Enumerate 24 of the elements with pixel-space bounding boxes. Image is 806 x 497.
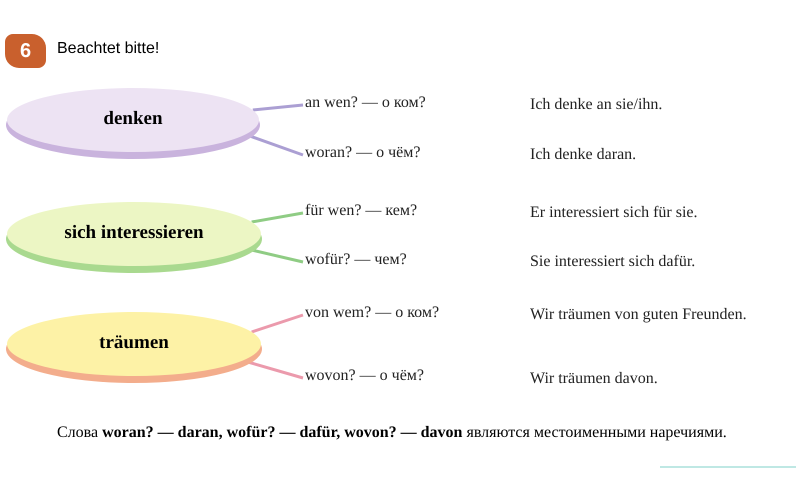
question-text: für wen? — кем? bbox=[305, 202, 418, 219]
example-sentence: Sie interessiert sich dafür. bbox=[530, 252, 696, 272]
question-text: an wen? — о ком? bbox=[305, 94, 426, 111]
connector-line bbox=[251, 212, 304, 224]
example-sentence: Wir träumen davon. bbox=[530, 369, 659, 389]
question-text: wovon? — о чём? bbox=[305, 367, 424, 384]
node-label: denken bbox=[102, 108, 164, 130]
question-text: woran? — о чём? bbox=[305, 144, 420, 161]
connector-line bbox=[248, 360, 304, 380]
connector-line bbox=[251, 314, 304, 334]
question-text: wofür? — чем? bbox=[305, 251, 407, 268]
node-label: sich interessieren bbox=[63, 222, 205, 244]
example-sentence: Er interessiert sich für sie. bbox=[530, 203, 698, 223]
example-sentence: Wir träumen von guten Freunden. bbox=[530, 305, 748, 325]
example-sentence: Ich denke an sie/ihn. bbox=[530, 95, 664, 115]
node-label: träumen bbox=[98, 332, 170, 354]
caption-text: Слова woran? — daran, wofür? — dafür, wovon? — davon являются местоименными наречиями. bbox=[57, 423, 728, 443]
heading: Beachtet bitte! bbox=[57, 40, 160, 58]
connector-line bbox=[252, 104, 304, 112]
connector-line bbox=[251, 248, 304, 264]
connector-line bbox=[249, 134, 304, 156]
question-text: von wem? — о ком? bbox=[305, 304, 440, 321]
number-badge: 6 bbox=[5, 34, 46, 68]
example-sentence: Ich denke daran. bbox=[530, 145, 638, 165]
